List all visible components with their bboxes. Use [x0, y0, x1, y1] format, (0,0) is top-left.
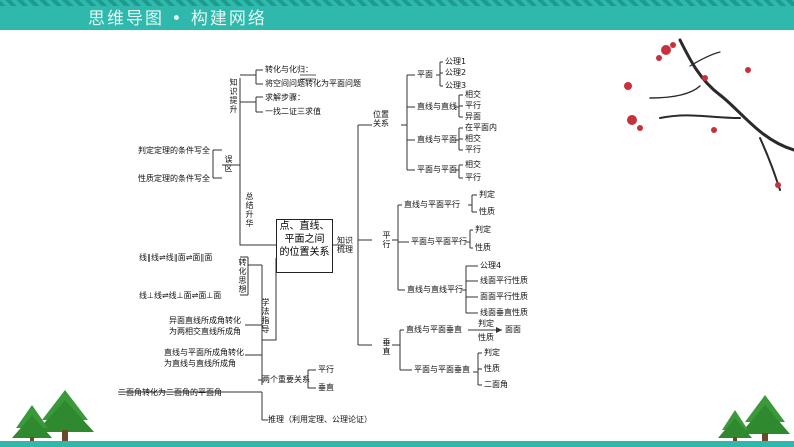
chuizhi-arrow-top: 判定 [478, 319, 494, 328]
two-relations-item: 垂直 [318, 383, 334, 392]
banner-stripe [0, 0, 794, 6]
pingxing-pp-item: 性质 [475, 243, 491, 252]
center-node: 点、直线、 平面之间 的位置关系 [276, 219, 333, 273]
weizhi-plane-item: 公理2 [445, 68, 467, 77]
wuqu-item: 性质定理的条件写全 [138, 174, 210, 183]
weizhi-line-line-item: 平行 [465, 101, 481, 110]
weizhi-line-line-item: 相交 [465, 90, 481, 99]
xuefa-label: 学法指导 [261, 298, 270, 334]
xuefa-item: 异面直线所成角转化为两相交直线所成角 [169, 316, 241, 336]
center-line: 的位置关系 [279, 247, 330, 258]
zongjie-label: 总结升华 [245, 192, 254, 228]
chuizhi-pp-item: 判定 [484, 348, 500, 357]
pingxing-lp-item: 性质 [479, 207, 495, 216]
tree-right-large [740, 395, 790, 441]
tree-right-small [718, 410, 752, 441]
weizhi-line-plane-label: 直线与平面 [417, 135, 457, 144]
wuqu-item: 判定定理的条件写全 [138, 146, 210, 155]
zhuanhua-item: 线⊥线⇌线⊥面⇌面⊥面 [139, 291, 222, 300]
weizhi-plane-plane-label: 平面与平面 [417, 165, 457, 174]
xuefa-item: 直线与平面所成角转化为直线与直线所成角 [164, 348, 244, 368]
tree-left-large [36, 390, 94, 441]
weizhi-label: 位置关系 [373, 110, 389, 128]
pingxing-pp-item: 判定 [475, 225, 491, 234]
zhishi-item: 将空间问题转化为平面问题 [265, 79, 361, 88]
weizhi-plane-item: 公理1 [445, 57, 467, 66]
pingxing-ll-item: 公理4 [480, 261, 502, 270]
zhishi-item: 求解步骤： [265, 93, 305, 102]
chuizhi-lp-label: 直线与平面垂直 [406, 325, 462, 334]
xuefa-item: 二面角转化为二面角的平面角 [118, 388, 222, 397]
two-relations-label: 两个重要关系 [262, 375, 310, 384]
zhishi-tisheng-label: 知识提升 [229, 78, 238, 114]
zhishi-item: 转化与化归： [265, 65, 313, 74]
pingxing-ll-item: 线面平行性质 [480, 276, 528, 285]
zhishi-shuli-label: 知识梳理 [337, 236, 353, 254]
plum-blossoms [624, 42, 781, 188]
zhuanhua-label: 转化思想 [238, 258, 247, 294]
center-line: 平面之间 [284, 234, 325, 245]
chuizhi-label: 垂直 [382, 338, 391, 356]
weizhi-line-plane-item: 在平面内 [465, 123, 497, 132]
tree-left-small [12, 405, 52, 441]
banner-title: 思维导图 • 构建网络 [88, 9, 267, 29]
two-relations-item: 平行 [318, 365, 334, 374]
header-banner: 思维导图 • 构建网络 [0, 0, 794, 30]
chuizhi-arrow-bottom: 性质 [478, 333, 494, 342]
footer-bar [0, 441, 794, 447]
weizhi-plane-label: 平面 [417, 70, 433, 79]
chuizhi-pp-item: 性质 [484, 364, 500, 373]
weizhi-plane-item: 公理3 [445, 81, 467, 90]
pingxing-label: 平行 [382, 231, 391, 249]
zhishi-item: 一找二证三求值 [265, 107, 321, 116]
pingxing-pp-label: 平面与平面平行 [411, 237, 467, 246]
pingxing-lp-item: 判定 [479, 190, 495, 199]
weizhi-plane-plane-item: 平行 [465, 173, 481, 182]
chuizhi-target: 面面 [505, 325, 521, 334]
weizhi-line-plane-item: 平行 [465, 145, 481, 154]
weizhi-line-line-item: 异面 [465, 112, 481, 121]
weizhi-plane-plane-item: 相交 [465, 160, 481, 169]
chuizhi-pp-label: 平面与平面垂直 [414, 365, 470, 374]
pingxing-ll-item: 线面垂直性质 [480, 308, 528, 317]
chuizhi-pp-item: 二面角 [484, 380, 508, 389]
pingxing-ll-item: 面面平行性质 [480, 292, 528, 301]
weizhi-line-line-label: 直线与直线 [417, 102, 457, 111]
proof-text: 推理（利用定理、公理论证） [268, 415, 372, 424]
weizhi-line-plane-item: 相交 [465, 134, 481, 143]
pingxing-lp-label: 直线与平面平行 [404, 200, 460, 209]
transfer-arrows [300, 74, 316, 80]
wuqu-label: 误区 [224, 155, 233, 173]
zhuanhua-item: 线∥线⇌线∥面⇌面∥面 [139, 253, 213, 262]
pingxing-ll-label: 直线与直线平行 [407, 285, 463, 294]
center-line: 点、直线、 [279, 221, 330, 232]
arrowheads [496, 327, 502, 333]
